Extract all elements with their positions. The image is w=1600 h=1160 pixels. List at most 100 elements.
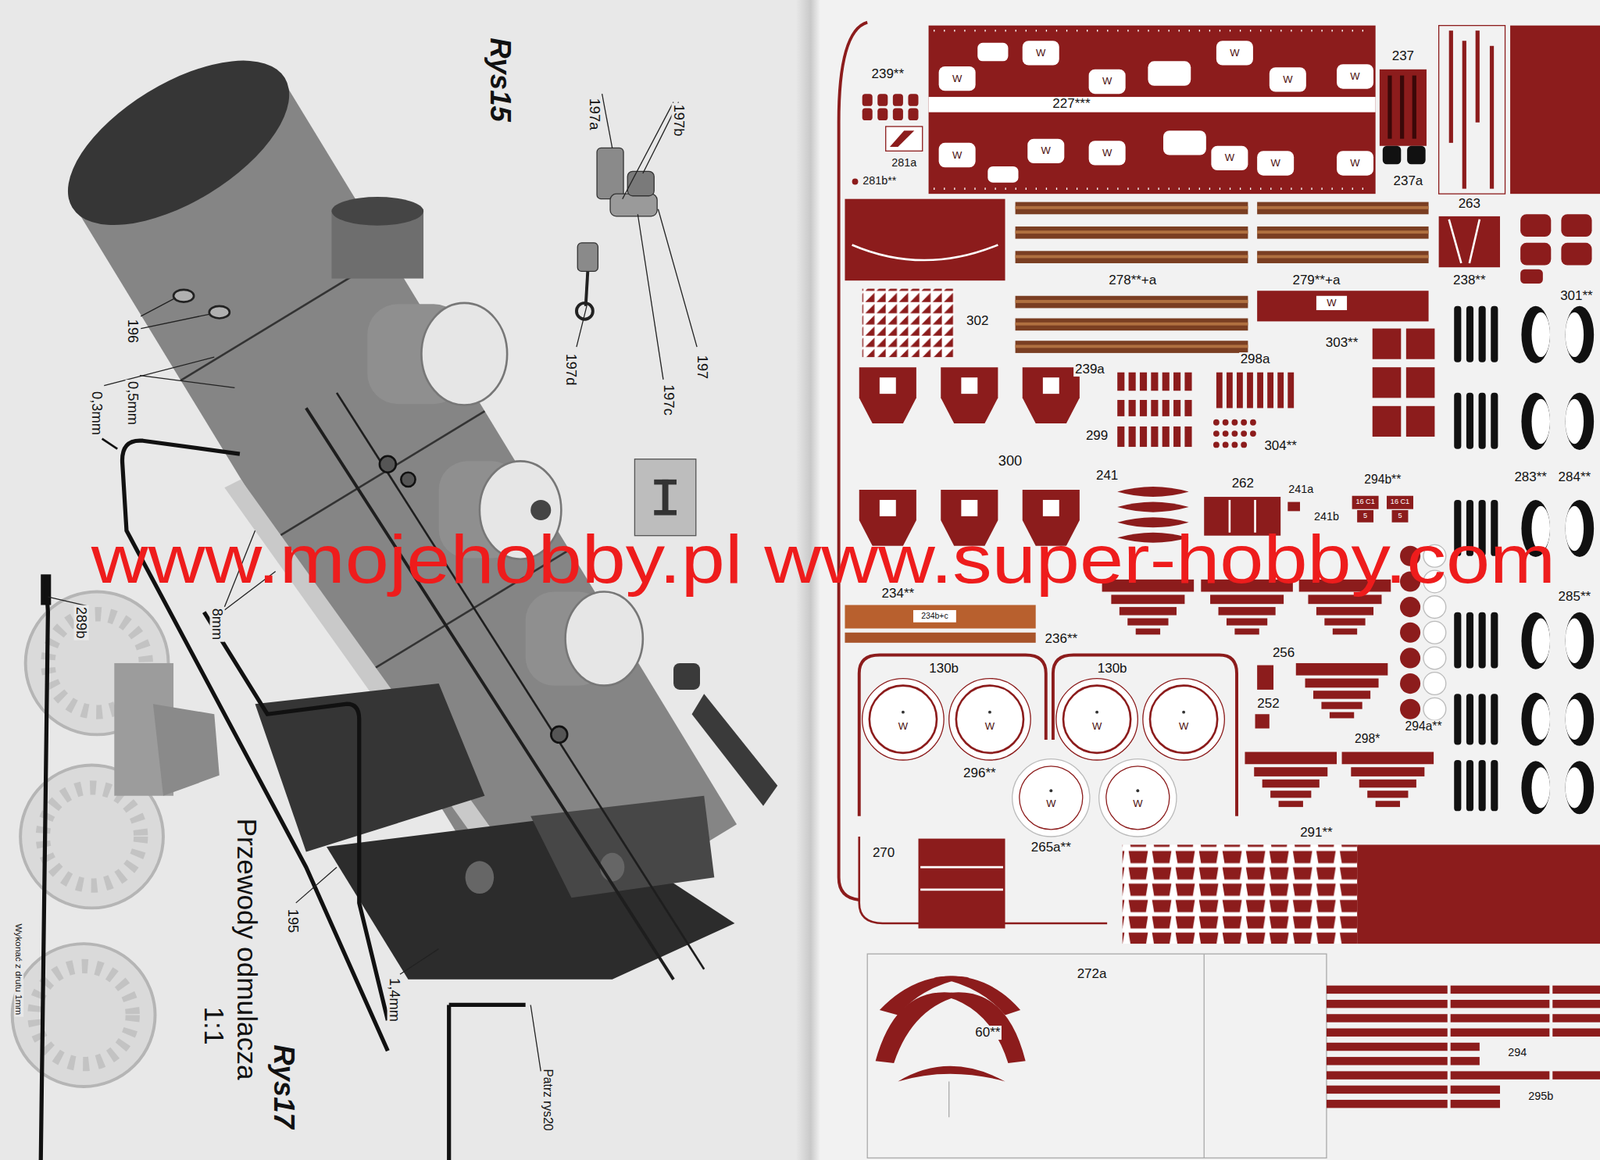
parts-sheet	[1210, 146, 1248, 171]
wheel-parts	[869, 685, 937, 754]
parts-sheet	[907, 93, 918, 107]
dimension-label: 0,5mm	[125, 379, 140, 427]
lower-parts	[1326, 1042, 1480, 1051]
crescent-parts	[1565, 612, 1595, 670]
part-number: 303**	[1324, 335, 1361, 350]
parts-sheet	[892, 93, 904, 107]
parts-sheet	[1128, 400, 1136, 417]
parts-sheet	[1015, 202, 1249, 215]
part-number: 294a**	[1403, 720, 1444, 733]
wheel-parts	[1063, 685, 1131, 754]
part-number: 256	[1271, 646, 1297, 661]
part-number: 298a	[1239, 352, 1272, 367]
glue-mark: W	[1102, 147, 1112, 159]
part-number: 294	[1506, 1046, 1529, 1059]
parts-sheet	[1015, 250, 1249, 264]
boiler-illustration	[41, 27, 778, 980]
parts-sheet	[1257, 230, 1429, 234]
part-number: 241b	[1312, 511, 1341, 524]
parts-sheet	[1216, 372, 1223, 409]
part-number: 227***	[1050, 96, 1092, 111]
dimension-label: Wykonać z drutu 1mm	[13, 921, 23, 1017]
staple-parts	[1490, 760, 1498, 811]
crescent-parts	[1531, 699, 1550, 740]
parts-sheet	[907, 107, 918, 121]
parts-sheet	[1313, 690, 1371, 699]
parts-sheet	[928, 25, 1376, 195]
parts-sheet	[1173, 426, 1181, 447]
dimension-label: 1:1	[200, 1004, 229, 1047]
parts-sheet	[1449, 30, 1454, 143]
parts-sheet	[877, 93, 888, 107]
parts-sheet	[1423, 697, 1447, 721]
parts-sheet	[1240, 430, 1247, 437]
part-number: 281a	[889, 157, 918, 169]
part-number: 263	[1457, 196, 1483, 211]
wheel-parts	[1142, 678, 1225, 761]
wheel-parts	[1150, 685, 1218, 754]
boiler-illustration	[585, 271, 589, 306]
lower-parts	[933, 975, 1021, 1015]
parts-sheet	[1231, 442, 1238, 449]
parts-sheet	[844, 199, 1005, 281]
parts-sheet	[1257, 226, 1429, 240]
parts-sheet	[1117, 426, 1125, 447]
lower-parts	[867, 953, 1327, 1158]
parts-sheet	[1117, 502, 1189, 513]
part-number: 234b+c	[919, 611, 950, 621]
part-number: 296**	[961, 766, 998, 781]
parts-sheet	[1278, 800, 1304, 808]
lower-parts	[948, 1081, 950, 1118]
crescent-parts	[1565, 500, 1595, 558]
parts-sheet	[1307, 594, 1382, 604]
lower-parts	[1326, 1000, 1600, 1008]
parts-sheet	[1379, 69, 1427, 147]
part-number: 237a	[1392, 175, 1425, 190]
parts-sheet	[1400, 596, 1421, 618]
part-number: 239**	[870, 67, 907, 82]
parts-sheet	[1150, 426, 1158, 447]
part-number: 239a	[1073, 362, 1107, 377]
parts-sheet	[1089, 140, 1126, 165]
parts-sheet	[1128, 372, 1136, 392]
boiler-illustration	[577, 242, 598, 272]
wheel-parts	[901, 710, 905, 715]
parts-sheet	[877, 107, 888, 121]
part-number: 270	[871, 846, 897, 861]
parts-sheet	[1250, 419, 1257, 426]
part-number: 265a**	[1029, 840, 1073, 855]
part-number: 238**	[1451, 273, 1488, 288]
leader-line	[622, 102, 674, 200]
leader-line	[637, 214, 664, 380]
parts-sheet	[1520, 214, 1551, 237]
glue-mark: W	[1178, 721, 1189, 733]
lower-parts	[1326, 1071, 1600, 1079]
parts-sheet	[1510, 25, 1600, 195]
boiler-illustration	[421, 303, 508, 406]
leader-line	[296, 867, 337, 904]
lower-parts	[897, 1066, 1005, 1083]
parts-sheet	[1173, 400, 1181, 417]
parts-sheet	[939, 40, 1374, 183]
parts-sheet	[1042, 377, 1060, 394]
parts-sheet	[1150, 400, 1158, 417]
parts-sheet	[1423, 621, 1447, 644]
glue-mark: W	[898, 721, 908, 733]
parts-sheet	[1387, 75, 1392, 140]
faded-chassis	[153, 703, 220, 797]
parts-sheet	[1216, 40, 1254, 65]
staple-parts	[1466, 612, 1474, 669]
parts-sheet	[1372, 406, 1402, 437]
staple-parts	[1453, 612, 1461, 669]
parts-sheet	[1117, 486, 1189, 497]
staple-parts	[1466, 693, 1474, 745]
staple-parts	[1478, 392, 1486, 450]
glue-mark: W	[952, 73, 962, 85]
staple-parts	[1466, 306, 1474, 363]
part-number: 281b**	[860, 175, 898, 188]
parts-sheet	[879, 377, 1060, 517]
parts-sheet	[1240, 419, 1247, 426]
parts-sheet	[1560, 214, 1592, 237]
part-number: 60**	[973, 1025, 1002, 1040]
crescent-parts	[1531, 617, 1550, 663]
